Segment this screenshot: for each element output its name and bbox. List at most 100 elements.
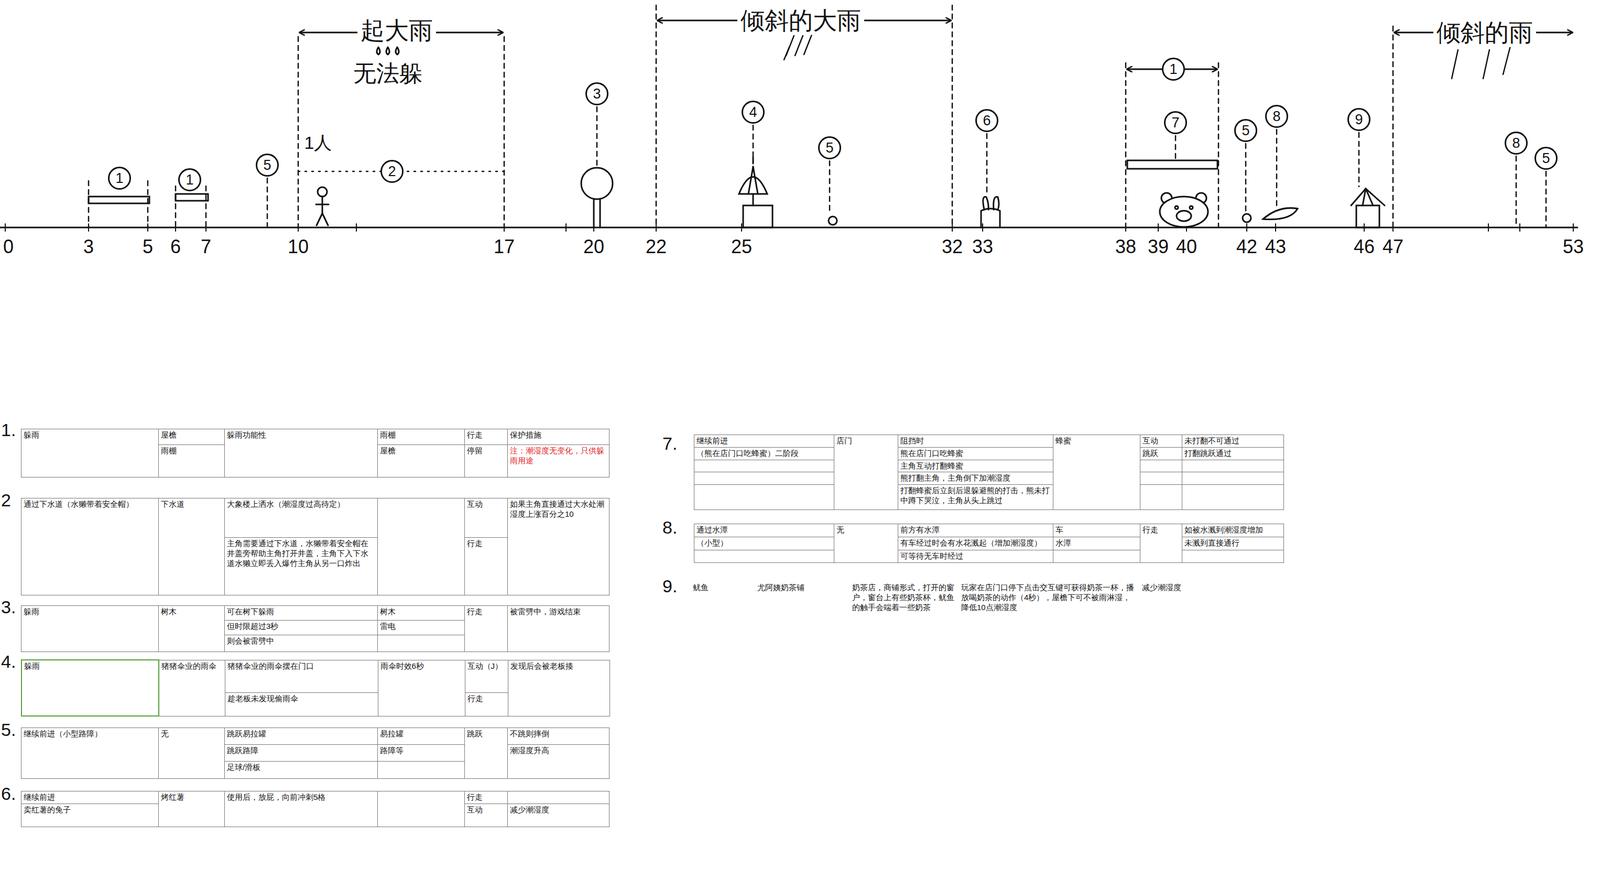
callout-circle: 5	[1534, 146, 1558, 170]
design-table: 躲雨屋檐躲雨功能性雨棚行走保护措施雨棚屋檐停留注：潮湿度无变化，只供躲雨用途	[20, 428, 610, 478]
callout-number: 1	[115, 170, 124, 187]
platform	[175, 193, 209, 201]
table-cell: 树木	[377, 605, 465, 621]
callout-circle: 4	[741, 100, 765, 124]
table-cell: 停留	[464, 444, 508, 478]
tick-label: 5	[142, 236, 154, 258]
cell-text: 玩家在店门口停下点击交互键可获得奶茶一杯，播放喝奶茶的动作（4秒），屋檐下可不被…	[961, 582, 1138, 613]
cell-text: 互动	[466, 804, 506, 815]
cell-text: 蜂蜜	[1055, 436, 1138, 446]
design-table: 躲雨树木可在树下躲雨树木行走被雷劈中，游戏结束但时限超过3秒雷电则会被雷劈中	[20, 605, 610, 652]
callout-circle: 1	[178, 168, 202, 192]
cell-text: 未打翻不可通过	[1184, 436, 1282, 446]
callout-number: 8	[1272, 108, 1281, 125]
cell-text: 下水道	[160, 499, 223, 510]
cell-text: 行走	[466, 792, 506, 803]
table-cell: 无	[158, 727, 225, 779]
tick-label: 22	[645, 236, 667, 258]
cell-text: 车	[1055, 525, 1138, 536]
callout-circle: 3	[585, 82, 609, 106]
table-cell: 趁老板未发现偷雨伞	[224, 692, 378, 716]
dashed-guides	[88, 5, 1547, 228]
table-cell: 如被水溅到潮湿度增加	[1182, 524, 1284, 538]
callout-number: 9	[1354, 111, 1363, 128]
table-cell: 行走	[464, 605, 508, 652]
tick-label: 39	[1147, 236, 1169, 258]
cell-text: 躲雨	[24, 661, 157, 672]
table-cell: 互动（J）	[464, 659, 508, 693]
table-cell	[1182, 459, 1284, 473]
table-cell: 猪猪伞业的雨伞	[158, 659, 225, 716]
table-cell: 熊打翻主角，主角倒下加潮湿度	[898, 472, 1054, 485]
cell-text: 使用后，放屁，向前冲刺5格	[226, 792, 376, 803]
table-cell	[1140, 484, 1183, 510]
table-cell: 奶茶店，商铺形式，打开的窗户，窗台上有些奶茶杯，鱿鱼的触手会端着一些奶茶	[850, 581, 960, 614]
table-cell	[694, 472, 835, 485]
table-cell: 猪猪伞业的雨伞摆在门口	[224, 659, 378, 693]
table-cell: 主角互动打翻蜂蜜	[898, 459, 1054, 473]
cell-text: 雨棚	[160, 445, 223, 456]
table-cell: 躲雨	[21, 605, 159, 652]
cell-text: 未溅到直接通行	[1184, 538, 1282, 549]
table-cell: 跳跃	[1140, 447, 1183, 460]
callout-number: 5	[1241, 122, 1250, 139]
row-number: 2	[1, 490, 12, 510]
cell-text: 行走	[466, 538, 506, 549]
callout-circle: 9	[1347, 107, 1371, 132]
cell-text: 无	[160, 728, 223, 739]
cell-text: 跳跃易拉罐	[226, 728, 376, 739]
cell-text: 被雷劈中，游戏结束	[509, 606, 607, 617]
table-cell: 雨伞时效6秒	[377, 659, 465, 716]
table-cell: 继续前进（小型路障）	[21, 727, 159, 779]
tick-label: 47	[1382, 236, 1404, 258]
callout-circle: 7	[1163, 111, 1188, 135]
cell-text: 互动（J）	[467, 661, 506, 672]
cell-text: 打翻跳跃通过	[1184, 448, 1282, 459]
table-cell: 雨棚	[158, 444, 225, 478]
cell-text: 前方有水潭	[900, 525, 1051, 536]
handwritten-note: 无法躲	[350, 59, 426, 87]
table-cell	[1182, 550, 1284, 563]
table-cell: （熊在店门口吃蜂蜜）二阶段	[694, 447, 835, 460]
table-cell: 躲雨	[21, 429, 159, 478]
table-cell: 烤红薯	[158, 791, 225, 827]
callout-number: 7	[1171, 114, 1180, 132]
table-cell: 屋檐	[377, 444, 465, 478]
callout-circle: 6	[975, 109, 999, 133]
tick-label: 25	[731, 236, 753, 258]
table-cell	[377, 635, 465, 652]
row-number: 6.	[1, 784, 16, 804]
table-cell: 大象楼上洒水（潮湿度过高待定）	[224, 498, 378, 538]
cell-text: 跳跃	[1142, 448, 1180, 459]
table-cell: 互动	[1140, 434, 1183, 448]
callout-circle: 5	[1234, 118, 1258, 143]
tick-label: 10	[287, 236, 309, 258]
cell-text: 可在树下躲雨	[226, 606, 376, 617]
design-table: 通过水潭无前方有水潭车行走如被水溅到潮湿度增加（小型）有车经过时会有水花溅起（增…	[693, 523, 1284, 563]
tick-label: 33	[972, 236, 994, 258]
table-cell: 蜂蜜	[1053, 434, 1141, 510]
ticks	[5, 223, 1574, 232]
table-cell: 跳跃路障	[224, 744, 378, 762]
callout-number: 1	[185, 171, 194, 189]
table-cell: 互动	[464, 803, 508, 827]
callout-circle: 8	[1504, 131, 1528, 155]
design-table: 通过下水道（水獭带着安全帽）下水道大象楼上洒水（潮湿度过高待定）互动如果主角直接…	[20, 497, 610, 596]
table-cell: 车	[1053, 524, 1141, 538]
design-table: 继续前进烤红薯使用后，放屁，向前冲刺5格行走卖红薯的兔子互动减少潮湿度	[20, 790, 610, 827]
cell-text: 则会被雷劈中	[226, 636, 376, 647]
table-cell: 无	[834, 524, 899, 563]
table-cell: 跳跃	[464, 727, 508, 779]
cell-text: 雨棚	[379, 430, 463, 441]
rain-slashes	[784, 34, 1511, 79]
cell-text: 保护措施	[509, 430, 607, 441]
tick-label: 42	[1236, 236, 1258, 258]
table-cell: 潮湿度升高	[507, 744, 610, 779]
row-number: 9.	[662, 576, 678, 596]
bear	[1159, 192, 1208, 227]
cell-text: 趁老板未发现偷雨伞	[227, 693, 376, 704]
table-cell: 但时限超过3秒	[224, 620, 378, 636]
table-cell: 下水道	[158, 498, 225, 596]
table-cell	[1182, 484, 1284, 510]
table-cell: 打翻跳跃通过	[1182, 447, 1284, 460]
